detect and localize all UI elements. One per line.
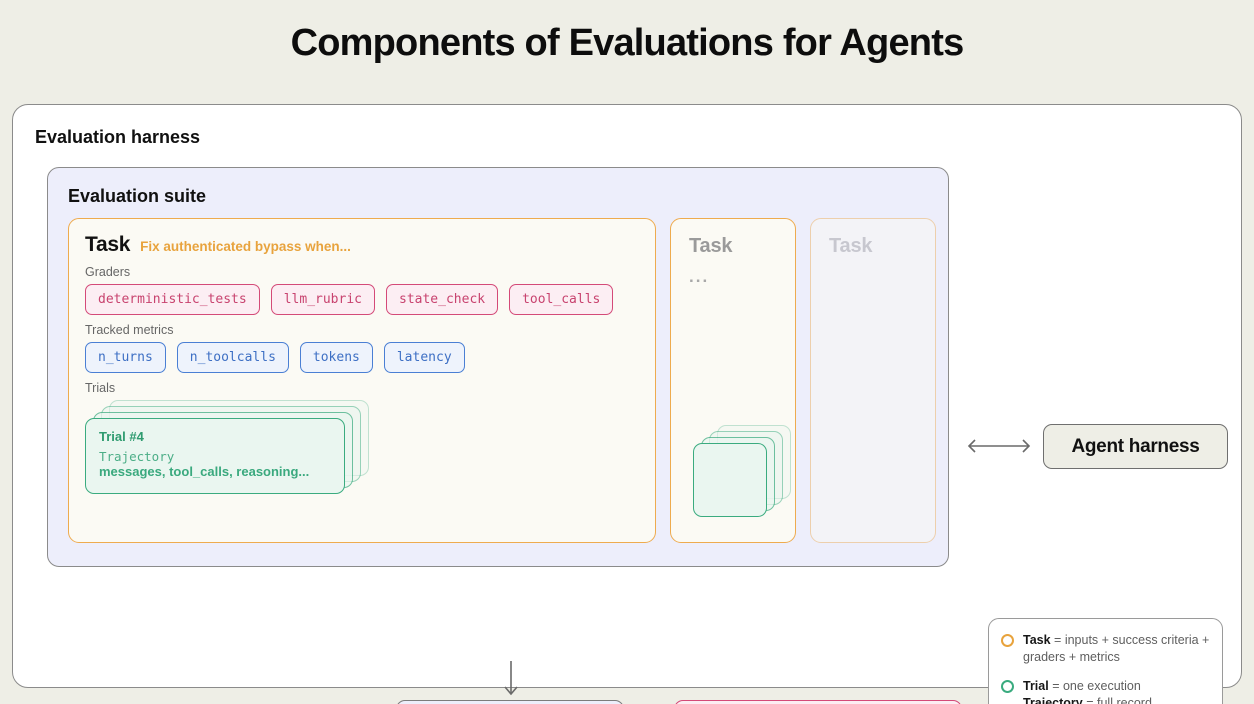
agent-harness-box[interactable]: Agent harness (1043, 424, 1228, 469)
legend-task-text: Task = inputs + success criteria + grade… (1023, 632, 1210, 665)
legend-task-term: Task (1023, 633, 1051, 647)
task-ellipsis: ... (689, 267, 710, 286)
task-card-tertiary[interactable]: Task (810, 218, 936, 543)
grader-chip[interactable]: tool_calls (509, 284, 614, 315)
evaluation-suite-panel: Evaluation suite Task Fix authenticated … (47, 167, 949, 567)
task-cards-row: Task Fix authenticated bypass when... Gr… (68, 218, 936, 543)
legend-item-task: Task = inputs + success criteria + grade… (1001, 632, 1210, 665)
grader-evaluate-box[interactable]: Grader evaluate Trajectory + outcome → s… (674, 700, 962, 704)
grader-chip[interactable]: state_check (386, 284, 499, 315)
graders-chip-row: deterministic_tests llm_rubric state_che… (85, 284, 639, 315)
evaluation-harness-label: Evaluation harness (35, 127, 201, 147)
legend-panel: Task = inputs + success criteria + grade… (988, 618, 1223, 704)
legend-trajectory-term: Trajectory (1023, 695, 1083, 704)
arrow-down-icon (504, 661, 518, 696)
trials-stack: Trial #4 Trajectory messages, tool_calls… (85, 400, 639, 500)
trial-id: Trial #4 (99, 429, 144, 444)
trial-dot-icon (1001, 680, 1014, 693)
task-card-primary[interactable]: Task Fix authenticated bypass when... Gr… (68, 218, 656, 543)
evaluation-harness-card: Evaluation harness Evaluation suite Task… (12, 104, 1242, 704)
metric-chip[interactable]: n_toolcalls (176, 342, 289, 373)
metrics-chip-row: n_turns n_toolcalls tokens latency (85, 342, 639, 373)
legend-trajectory-definition: = full record (1082, 695, 1152, 704)
graders-label: Graders (85, 265, 131, 279)
metric-chip[interactable]: n_turns (85, 342, 166, 373)
task-title: Task (85, 233, 131, 256)
grader-chip[interactable]: llm_rubric (270, 284, 375, 315)
metrics-label: Tracked metrics (85, 323, 174, 337)
trials-label: Trials (85, 381, 116, 395)
legend-trial-definition: = one execution (1048, 679, 1141, 693)
trajectory-description: messages, tool_calls, reasoning... (99, 464, 310, 480)
metric-chip[interactable]: latency (383, 342, 465, 373)
metric-chip[interactable]: tokens (299, 342, 373, 373)
evaluation-suite-label: Evaluation suite (68, 186, 207, 206)
outcome-box[interactable]: Outcome Final environment state (396, 700, 624, 704)
legend-task-definition: = inputs + success criteria + graders + … (1023, 633, 1210, 664)
trajectory-label: Trajectory (99, 449, 175, 464)
page-title: Components of Evaluations for Agents (290, 22, 965, 64)
trials-stack-secondary (693, 425, 795, 521)
task-subtitle: Fix authenticated bypass when... (140, 239, 351, 254)
task-card-secondary[interactable]: Task ... (670, 218, 796, 543)
bidirectional-arrow-icon (967, 439, 1031, 453)
grader-chip[interactable]: deterministic_tests (85, 284, 260, 315)
task-title: Task (689, 235, 733, 257)
task-header: Task Fix authenticated bypass when... (85, 233, 639, 257)
trial-card-front[interactable]: Trial #4 Trajectory messages, tool_calls… (85, 418, 345, 494)
task-dot-icon (1001, 634, 1014, 647)
task-title: Task (829, 235, 873, 257)
trial-card-front (693, 443, 767, 517)
legend-trial-term: Trial (1023, 679, 1049, 693)
